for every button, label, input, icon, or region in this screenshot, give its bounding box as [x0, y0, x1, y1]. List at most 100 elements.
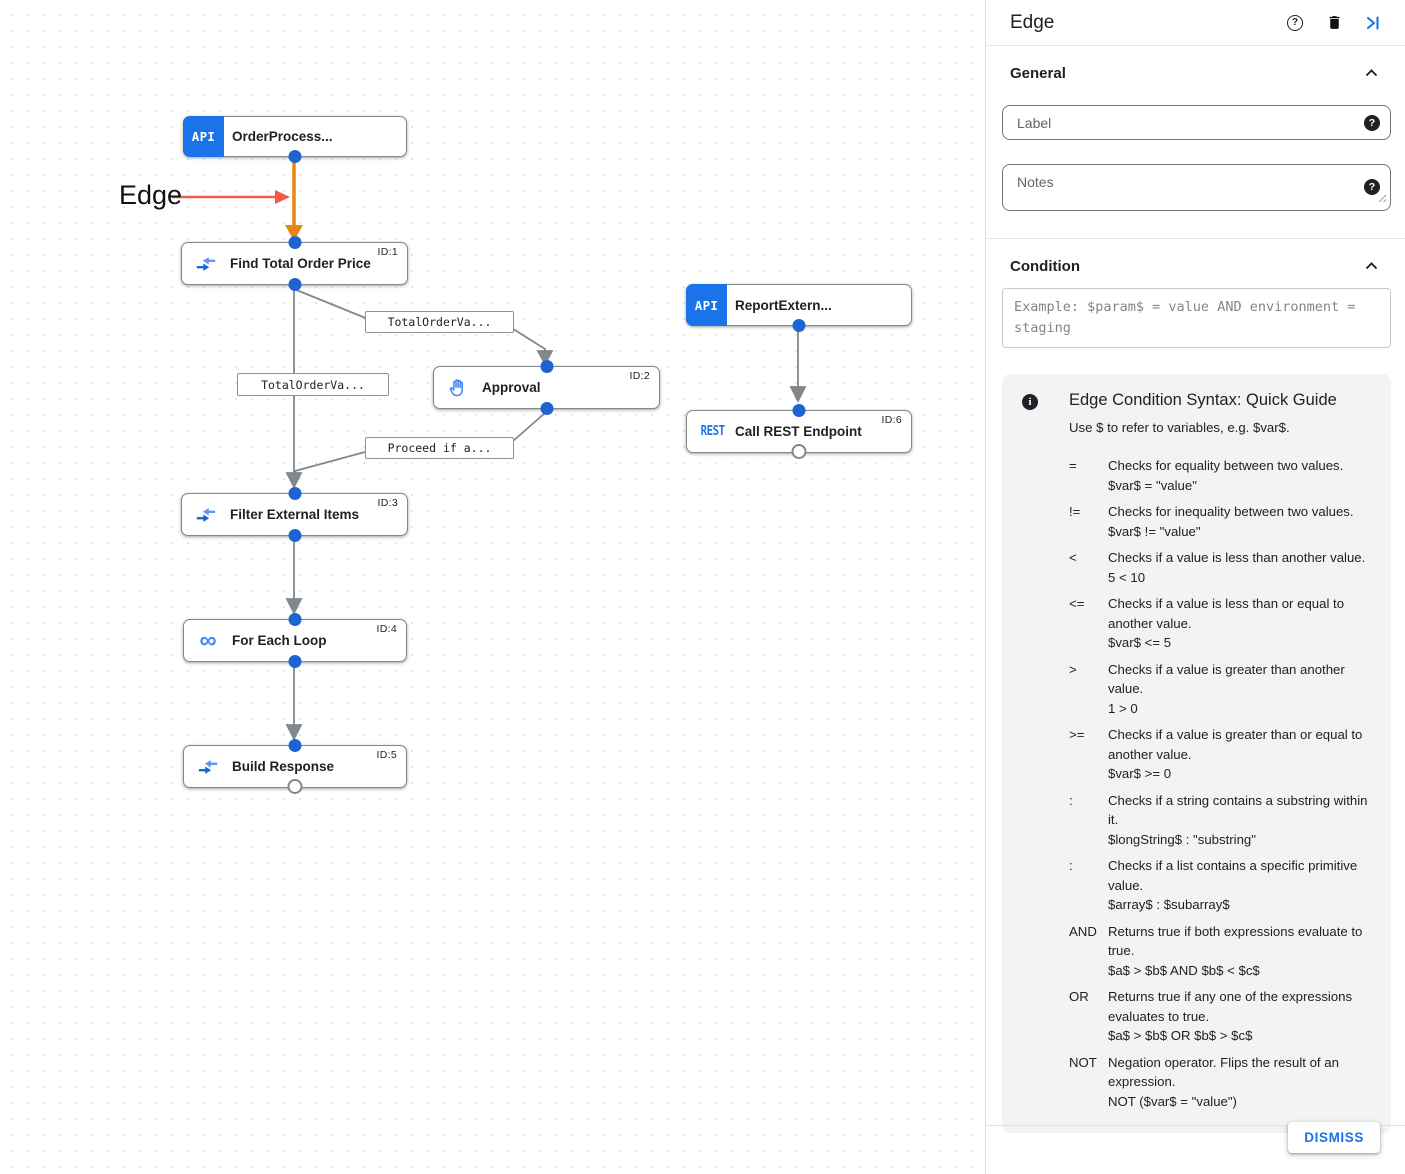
node-id-badge: ID:6: [881, 414, 902, 426]
node-for-each-loop[interactable]: ∞ For Each Loop ID:4: [183, 613, 407, 668]
guide-operator: NOT: [1069, 1054, 1097, 1070]
node-id-badge: ID:5: [376, 749, 397, 761]
edge-label-find-to-approval[interactable]: TotalOrderVa...: [365, 311, 514, 333]
panel-header: Edge ?: [986, 0, 1405, 45]
output-port-open[interactable]: [791, 444, 807, 459]
edge-properties-panel: Edge ? Gener: [985, 0, 1405, 1174]
label-input[interactable]: Label ?: [1002, 105, 1391, 140]
input-port[interactable]: [288, 739, 302, 752]
output-port[interactable]: [540, 402, 553, 415]
node-title: OrderProcess...: [232, 129, 333, 144]
guide-operator: AND: [1069, 923, 1097, 939]
node-id-badge: ID:1: [377, 246, 398, 258]
node-title: For Each Loop: [232, 633, 327, 648]
guide-description: Checks if a value is greater than or equ…: [1108, 727, 1363, 781]
node-title: Find Total Order Price: [230, 256, 371, 271]
input-port[interactable]: [288, 236, 301, 249]
guide-operator: =: [1069, 458, 1077, 473]
node-call-rest-endpoint[interactable]: REST Call REST Endpoint ID:6: [686, 404, 912, 459]
label-input-placeholder: Label: [1017, 115, 1052, 131]
node-build-response[interactable]: Build Response ID:5: [183, 739, 407, 794]
guide-description: Checks if a string contains a substring …: [1108, 792, 1368, 847]
node-title: Call REST Endpoint: [735, 424, 862, 439]
edge-annotation-arrow: [172, 190, 290, 204]
output-port[interactable]: [792, 319, 806, 332]
notes-help-icon[interactable]: ?: [1364, 179, 1380, 195]
input-port[interactable]: [288, 613, 302, 626]
node-id-badge: ID:2: [629, 370, 650, 382]
guide-description: Checks if a value is greater than anothe…: [1108, 661, 1345, 716]
output-port[interactable]: [288, 529, 301, 542]
node-filter-external-items[interactable]: Filter External Items ID:3: [181, 487, 408, 542]
node-title: Approval: [482, 380, 541, 395]
input-port[interactable]: [288, 487, 301, 500]
data-mapping-icon: [194, 252, 218, 276]
node-find-total-order-price[interactable]: Find Total Order Price ID:1: [181, 236, 408, 291]
condition-syntax-guide: i Edge Condition Syntax: Quick Guide Use…: [1002, 374, 1391, 1133]
section-divider: [986, 238, 1405, 239]
node-title: ReportExtern...: [735, 297, 832, 313]
rest-icon: REST: [700, 424, 726, 439]
output-port[interactable]: [288, 655, 302, 668]
resize-handle-icon[interactable]: [1377, 190, 1387, 208]
condition-input[interactable]: Example: $param$ = value AND environment…: [1002, 288, 1391, 348]
approval-hand-icon: [446, 376, 470, 400]
guide-description: Checks if a list contains a specific pri…: [1108, 858, 1358, 912]
guide-description: Returns true if both expressions evaluat…: [1108, 923, 1363, 978]
guide-operator: OR: [1069, 989, 1089, 1004]
node-approval[interactable]: Approval ID:2: [433, 360, 660, 415]
selected-edge[interactable]: [285, 160, 303, 241]
guide-intro: Use $ to refer to variables, e.g. $var$.: [1069, 420, 1290, 435]
guide-description: Checks if a value is less than another v…: [1108, 550, 1366, 585]
collapse-panel-icon[interactable]: [1363, 13, 1383, 33]
guide-operator: :: [1069, 792, 1073, 808]
delete-icon[interactable]: [1324, 13, 1344, 33]
header-divider: [986, 45, 1405, 46]
node-report-extern[interactable]: API ReportExtern...: [686, 284, 912, 332]
flow-canvas[interactable]: Edge API OrderProcess... Find Total Orde…: [0, 0, 985, 1174]
section-general-title: General: [1010, 64, 1066, 82]
node-title: Filter External Items: [230, 507, 360, 522]
node-order-process[interactable]: API OrderProcess...: [183, 116, 407, 163]
data-mapping-icon: [196, 755, 220, 779]
guide-title: Edge Condition Syntax: Quick Guide: [1069, 391, 1337, 409]
output-port[interactable]: [288, 278, 301, 291]
output-port[interactable]: [288, 150, 302, 163]
chevron-up-icon[interactable]: [1361, 256, 1381, 276]
edge-label-find-to-filter[interactable]: TotalOrderVa...: [237, 373, 389, 396]
guide-operator: <=: [1069, 596, 1085, 611]
loop-icon: ∞: [199, 626, 217, 654]
node-id-badge: ID:3: [377, 497, 398, 509]
edge-annotation-label: Edge: [119, 180, 183, 210]
guide-description: Checks if a value is less than or equal …: [1108, 596, 1345, 650]
condition-placeholder: Example: $param$ = value AND environment…: [1014, 299, 1356, 336]
output-port-open[interactable]: [287, 779, 303, 794]
guide-description: Checks for inequality between two values…: [1108, 504, 1354, 539]
guide-description: Negation operator. Flips the result of a…: [1108, 1054, 1339, 1109]
guide-operator: >=: [1069, 727, 1085, 742]
notes-input-placeholder: Notes: [1017, 174, 1054, 190]
section-condition-title: Condition: [1010, 257, 1080, 275]
guide-description: Returns true if any one of the expressio…: [1108, 989, 1353, 1043]
panel-bottom-divider: [986, 1125, 1405, 1126]
input-port[interactable]: [540, 360, 553, 373]
node-id-badge: ID:4: [376, 623, 397, 635]
guide-operator: !=: [1069, 504, 1081, 519]
panel-title: Edge: [1010, 11, 1055, 33]
input-port[interactable]: [792, 404, 806, 417]
chevron-up-icon[interactable]: [1361, 63, 1381, 83]
dismiss-button[interactable]: DISMISS: [1288, 1122, 1380, 1153]
label-help-icon[interactable]: ?: [1364, 115, 1380, 131]
help-icon[interactable]: ?: [1285, 13, 1305, 33]
notes-input[interactable]: Notes ?: [1002, 164, 1391, 211]
guide-operator: <: [1069, 550, 1077, 565]
edge-lines[interactable]: [285, 288, 807, 742]
edge-label-approval-to-filter[interactable]: Proceed if a...: [365, 437, 514, 459]
edges-layer: [172, 160, 807, 742]
data-mapping-icon: [194, 503, 218, 527]
api-trigger-icon: API: [686, 284, 727, 326]
info-icon: i: [1022, 394, 1038, 410]
node-title: Build Response: [232, 759, 335, 774]
guide-operator: :: [1069, 858, 1073, 873]
